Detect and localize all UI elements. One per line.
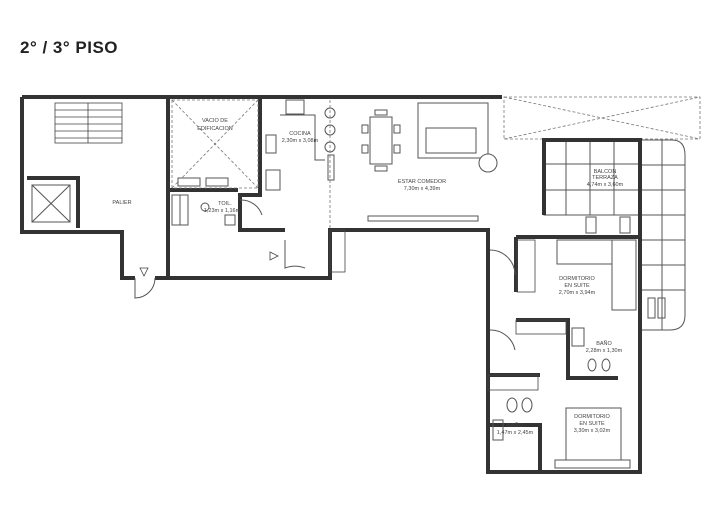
closets [329, 229, 567, 391]
room-label-toilette: TOIL. [218, 201, 232, 207]
room-size-toilette: 1,23m x 1,16m [204, 208, 241, 214]
room-size-bano1: 2,28m x 1,30m [586, 348, 623, 354]
room-label-dorm1-1: DORMITORIO [559, 276, 595, 282]
room-label-balcon-2: TERRAZA [592, 175, 618, 181]
walls [20, 95, 642, 474]
bedroom-furniture [554, 239, 637, 469]
room-size-bano2: 1,47m x 2,45m [497, 430, 534, 436]
room-label-palier: PALIER [112, 200, 131, 206]
dining-set [361, 109, 401, 172]
room-label-estar: ESTAR COMEDOR [398, 179, 446, 185]
tv-unit [367, 215, 479, 222]
vacio-x [171, 99, 259, 189]
room-label-balcon-1: BALCON [594, 169, 617, 175]
room-label-cocina: COCINA [289, 131, 311, 137]
palier-markers [139, 251, 279, 277]
room-label-bano1: BAÑO [596, 340, 612, 347]
sofa [417, 102, 498, 173]
kitchen-counter [265, 99, 336, 230]
staircase [54, 102, 123, 144]
room-size-dorm2: 3,30m x 3,02m [574, 428, 611, 434]
plan-title: 2° / 3° PISO [20, 38, 119, 57]
room-size-estar: 7,30m x 4,39m [404, 186, 441, 192]
elevator [31, 184, 71, 223]
room-label-dorm2-1: DORMITORIO [574, 414, 610, 420]
doors [134, 199, 516, 351]
terrace-open-area [503, 96, 701, 140]
room-label-vacio-1: VACIO DE [202, 118, 228, 124]
room-size-balcon: 4,74m x 3,60m [587, 182, 624, 188]
room-size-dorm1: 2,70m x 3,94m [559, 290, 596, 296]
room-label-dorm1-2: EN SUITE [564, 283, 590, 289]
room-label-bano2: BAÑO [507, 422, 523, 429]
room-size-cocina: 2,30m x 3,08m [282, 138, 319, 144]
bathroom-fixtures [171, 194, 631, 441]
room-label-vacio-2: EDIFICACION [197, 126, 232, 132]
room-label-dorm2-2: EN SUITE [579, 421, 605, 427]
